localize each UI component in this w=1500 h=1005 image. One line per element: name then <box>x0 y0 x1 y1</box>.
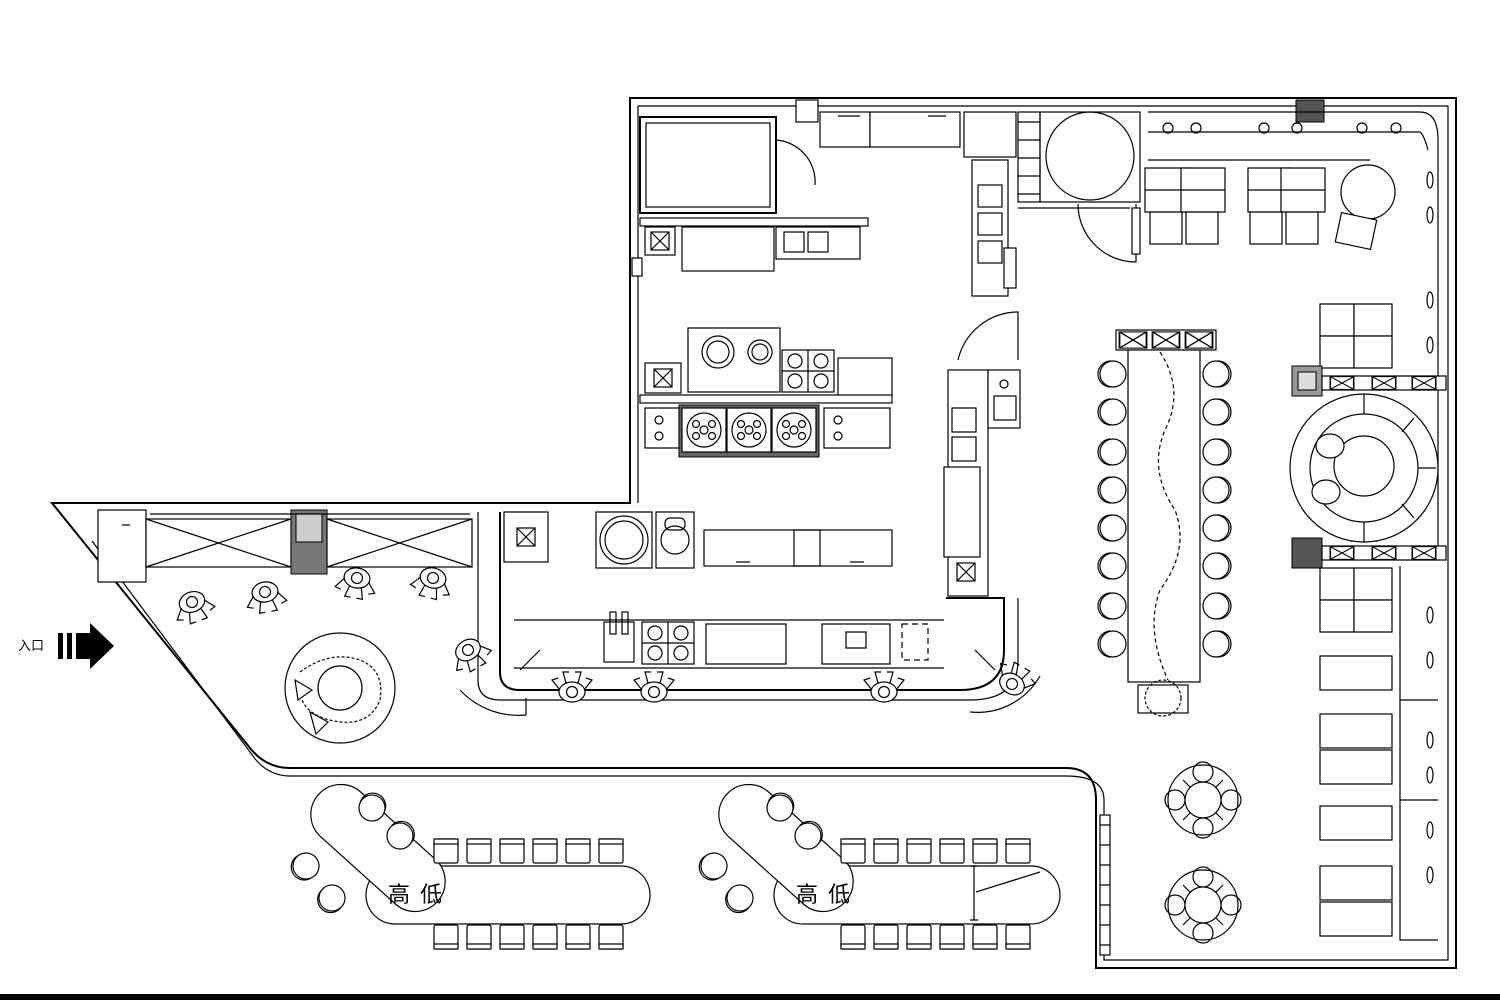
reception-counter <box>97 509 473 583</box>
bottom-table-right: 高 低 <box>693 783 1061 950</box>
bottom-table-left: 高 低 <box>285 783 651 950</box>
entrance-marker: 入口 <box>18 623 114 669</box>
right-dining <box>1144 111 1447 944</box>
outer-walls <box>49 97 1457 969</box>
entrance-arrow-icon <box>76 623 114 669</box>
entrance-label: 入口 <box>18 639 44 654</box>
frame-border <box>0 994 1500 1000</box>
high-label-left: 高 <box>388 883 410 908</box>
stair-area <box>1017 111 1141 263</box>
lobby-planter <box>284 632 396 744</box>
low-label-right: 低 <box>828 883 850 908</box>
communal-table <box>1097 329 1232 717</box>
low-label-left: 低 <box>420 883 442 908</box>
kitchen <box>459 111 1041 716</box>
high-label-right: 高 <box>796 883 818 908</box>
